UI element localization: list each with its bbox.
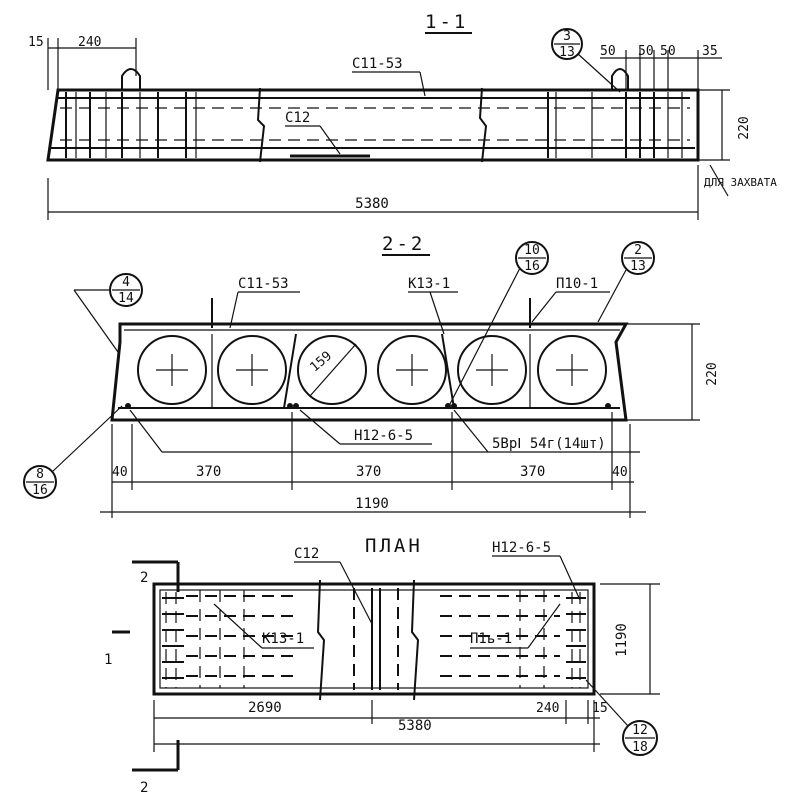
dim-240-plan: 240 xyxy=(536,701,559,716)
hollow-core-voids xyxy=(137,335,607,405)
svg-text:14: 14 xyxy=(118,291,134,306)
cut-mark-1-side: 1 xyxy=(104,652,112,668)
dim-50-a: 50 xyxy=(600,44,616,59)
dim-50-c: 50 xyxy=(660,44,676,59)
plan-right-end-bars xyxy=(440,590,586,688)
break-line-right xyxy=(478,87,488,163)
callout-c12-plan: С12 xyxy=(294,546,319,562)
slab-cross-section-outline xyxy=(110,322,629,422)
void-1 xyxy=(137,335,207,405)
detail-bubble-12-18: 12 18 xyxy=(585,679,658,756)
void-5 xyxy=(457,335,527,405)
svg-text:2: 2 xyxy=(634,243,642,258)
void-3 xyxy=(297,335,367,405)
dim-159: 159 xyxy=(307,349,335,376)
svg-text:16: 16 xyxy=(524,259,540,274)
dim-370-a: 370 xyxy=(196,464,221,480)
callout-n12-6-5-plan: Н12-6-5 xyxy=(492,540,551,556)
lifting-loop-right-icon xyxy=(611,68,629,90)
svg-text:13: 13 xyxy=(559,45,575,60)
section-1-1: 1-1 xyxy=(28,11,777,220)
dim-5380-plan: 5380 xyxy=(398,718,432,734)
right-end-stirrups xyxy=(547,92,683,158)
dim-15: 15 xyxy=(28,35,44,50)
callout-c11-53: С11-53 xyxy=(352,56,403,72)
slab-side-outline xyxy=(46,88,700,162)
dim-2690: 2690 xyxy=(248,700,282,716)
dim-40-right: 40 xyxy=(612,465,628,480)
callout-p10-1-plan: П1ь-1 xyxy=(470,631,512,647)
break-line-left xyxy=(256,87,266,163)
void-6 xyxy=(537,335,607,405)
svg-text:4: 4 xyxy=(122,275,130,290)
dim-40-left: 40 xyxy=(112,465,128,480)
dim-220-cross: 220 xyxy=(705,362,720,385)
plan-middle-bars xyxy=(353,588,399,690)
callout-c12: С12 xyxy=(285,110,310,126)
callout-n12-6-5: Н12-6-5 xyxy=(354,428,413,444)
svg-text:13: 13 xyxy=(630,259,646,274)
svg-text:10: 10 xyxy=(524,243,540,258)
left-end-stirrups xyxy=(65,92,197,158)
section-1-1-title: 1-1 xyxy=(425,11,468,33)
void-2 xyxy=(217,335,287,405)
callout-wire-5vr: 5ВрⅠ 54г(14шт) xyxy=(492,436,606,452)
rebar-points xyxy=(125,403,611,409)
lifting-loop-left-icon xyxy=(121,68,141,90)
dim-1190-cross: 1190 xyxy=(355,496,389,512)
dim-370-b: 370 xyxy=(356,464,381,480)
svg-text:16: 16 xyxy=(32,483,48,498)
plan-break-right xyxy=(410,579,420,701)
section-2-2-title: 2-2 xyxy=(382,233,425,255)
svg-text:8: 8 xyxy=(36,467,44,482)
plan-inner-outline xyxy=(159,589,589,689)
cut-mark-2-top: 2 xyxy=(140,570,148,586)
callout-k13-1: К13-1 xyxy=(408,276,450,292)
plan-title: ПЛАН xyxy=(365,535,423,557)
note-grip: ДЛЯ ЗАХВАТА xyxy=(704,176,777,189)
dim-15-plan: 15 xyxy=(592,701,608,716)
dim-220-side: 220 xyxy=(737,116,752,139)
svg-text:12: 12 xyxy=(632,723,648,738)
detail-bubble-8-16: 8 16 xyxy=(23,405,123,499)
cut-mark-2-bottom: 2 xyxy=(140,780,148,796)
svg-text:3: 3 xyxy=(563,29,571,44)
callout-p10-1: П10-1 xyxy=(556,276,598,292)
dim-1190-plan: 1190 xyxy=(614,623,630,657)
plan-break-left xyxy=(316,579,326,701)
svg-text:18: 18 xyxy=(632,740,648,755)
dim-50-b: 50 xyxy=(638,44,654,59)
dim-240: 240 xyxy=(78,35,101,50)
dim-370-c: 370 xyxy=(520,464,545,480)
void-4 xyxy=(377,335,447,405)
dim-35: 35 xyxy=(702,44,718,59)
detail-bubble-2-13: 2 13 xyxy=(597,241,655,323)
dim-5380-side: 5380 xyxy=(355,196,389,212)
callout-k13-1-plan: К13-1 xyxy=(262,631,304,647)
detail-bubble-4-14: 4 14 xyxy=(73,273,143,353)
section-2-2: 2-2 xyxy=(23,233,720,518)
callout-c11-53-sec2: С11-53 xyxy=(238,276,289,292)
plan-outline xyxy=(152,582,596,696)
plan-view: ПЛАН 2 2 1 xyxy=(104,535,660,796)
detail-bubble-10-16: 10 16 xyxy=(449,241,549,405)
plan-left-end-bars xyxy=(162,590,300,688)
detail-bubble-3-13: 3 13 xyxy=(551,28,621,93)
